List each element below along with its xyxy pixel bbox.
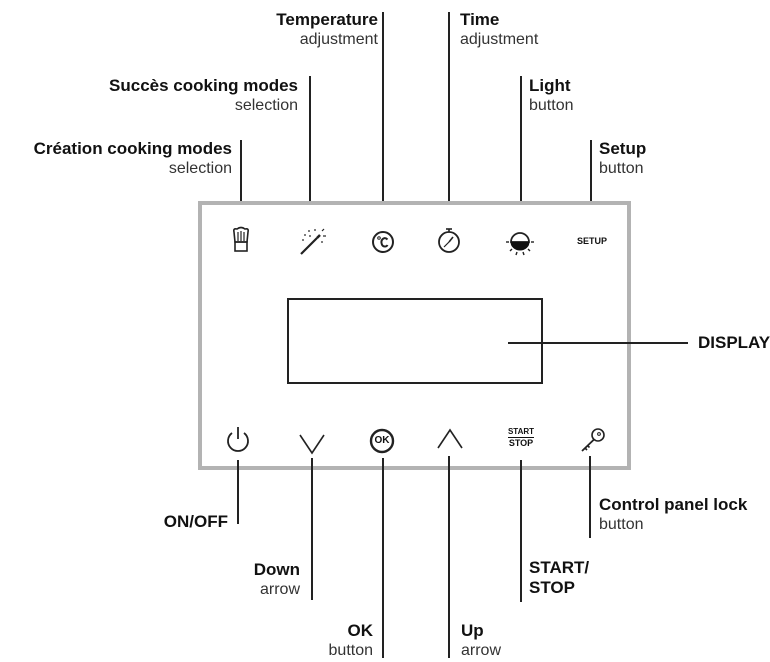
leader-succes bbox=[309, 76, 311, 220]
start-stop-divider bbox=[508, 437, 534, 438]
time-button[interactable] bbox=[433, 224, 465, 256]
key-icon bbox=[581, 428, 605, 452]
chevron-up-icon bbox=[437, 428, 463, 449]
power-icon bbox=[227, 427, 249, 452]
light-bulb-icon bbox=[506, 232, 534, 256]
leader-creation bbox=[240, 140, 242, 222]
stopwatch-icon bbox=[438, 228, 460, 253]
up-arrow-button[interactable] bbox=[434, 424, 466, 456]
setup-key-text: SETUP bbox=[576, 236, 607, 246]
creation-modes-label: Création cooking modes selection bbox=[33, 139, 232, 178]
temperature-label: Temperature adjustment bbox=[276, 10, 378, 49]
onoff-label: ON/OFF bbox=[163, 512, 228, 531]
chef-hat-icon bbox=[233, 226, 249, 252]
magic-wand-icon bbox=[300, 228, 326, 255]
leader-down bbox=[311, 458, 313, 600]
leader-lock bbox=[589, 456, 591, 538]
onoff-button[interactable] bbox=[222, 424, 254, 456]
up-label: Up arrow bbox=[461, 621, 502, 660]
leader-light bbox=[520, 76, 522, 222]
control-panel bbox=[198, 201, 631, 470]
chevron-down-icon bbox=[299, 434, 325, 455]
stop-key-text: STOP bbox=[508, 438, 534, 448]
start-stop-label: START/ STOP bbox=[529, 558, 590, 598]
lock-label: Control panel lock button bbox=[599, 495, 748, 534]
start-stop-button[interactable]: START STOP bbox=[504, 428, 538, 448]
light-button[interactable] bbox=[504, 227, 536, 259]
leader-temperature bbox=[382, 12, 384, 222]
leader-setup bbox=[590, 140, 592, 226]
leader-onoff bbox=[237, 460, 239, 524]
leader-up bbox=[448, 456, 450, 658]
start-key-text: START bbox=[507, 427, 535, 436]
down-arrow-button[interactable] bbox=[296, 427, 328, 459]
leader-ok bbox=[382, 458, 384, 658]
display-label: DISPLAY bbox=[698, 333, 770, 352]
ok-key-text: OK bbox=[374, 435, 390, 446]
down-label: Down arrow bbox=[253, 560, 300, 599]
succes-button[interactable] bbox=[295, 226, 327, 258]
setup-label: Setup button bbox=[599, 139, 647, 178]
celsius-icon bbox=[372, 231, 394, 253]
temperature-button[interactable] bbox=[367, 226, 399, 258]
time-label: Time adjustment bbox=[460, 10, 539, 49]
light-label: Light button bbox=[529, 76, 574, 115]
ok-circle-icon bbox=[369, 428, 395, 454]
leader-startstop bbox=[520, 460, 522, 602]
succes-modes-label: Succès cooking modes selection bbox=[109, 76, 298, 115]
creation-button[interactable] bbox=[225, 226, 257, 258]
leader-time bbox=[448, 12, 450, 220]
display-screen bbox=[287, 298, 543, 384]
setup-button[interactable]: SETUP bbox=[574, 237, 610, 246]
ok-button[interactable]: OK bbox=[366, 425, 398, 457]
leader-display bbox=[508, 342, 688, 344]
ok-label: OK button bbox=[328, 621, 373, 660]
lock-button[interactable] bbox=[576, 424, 608, 456]
